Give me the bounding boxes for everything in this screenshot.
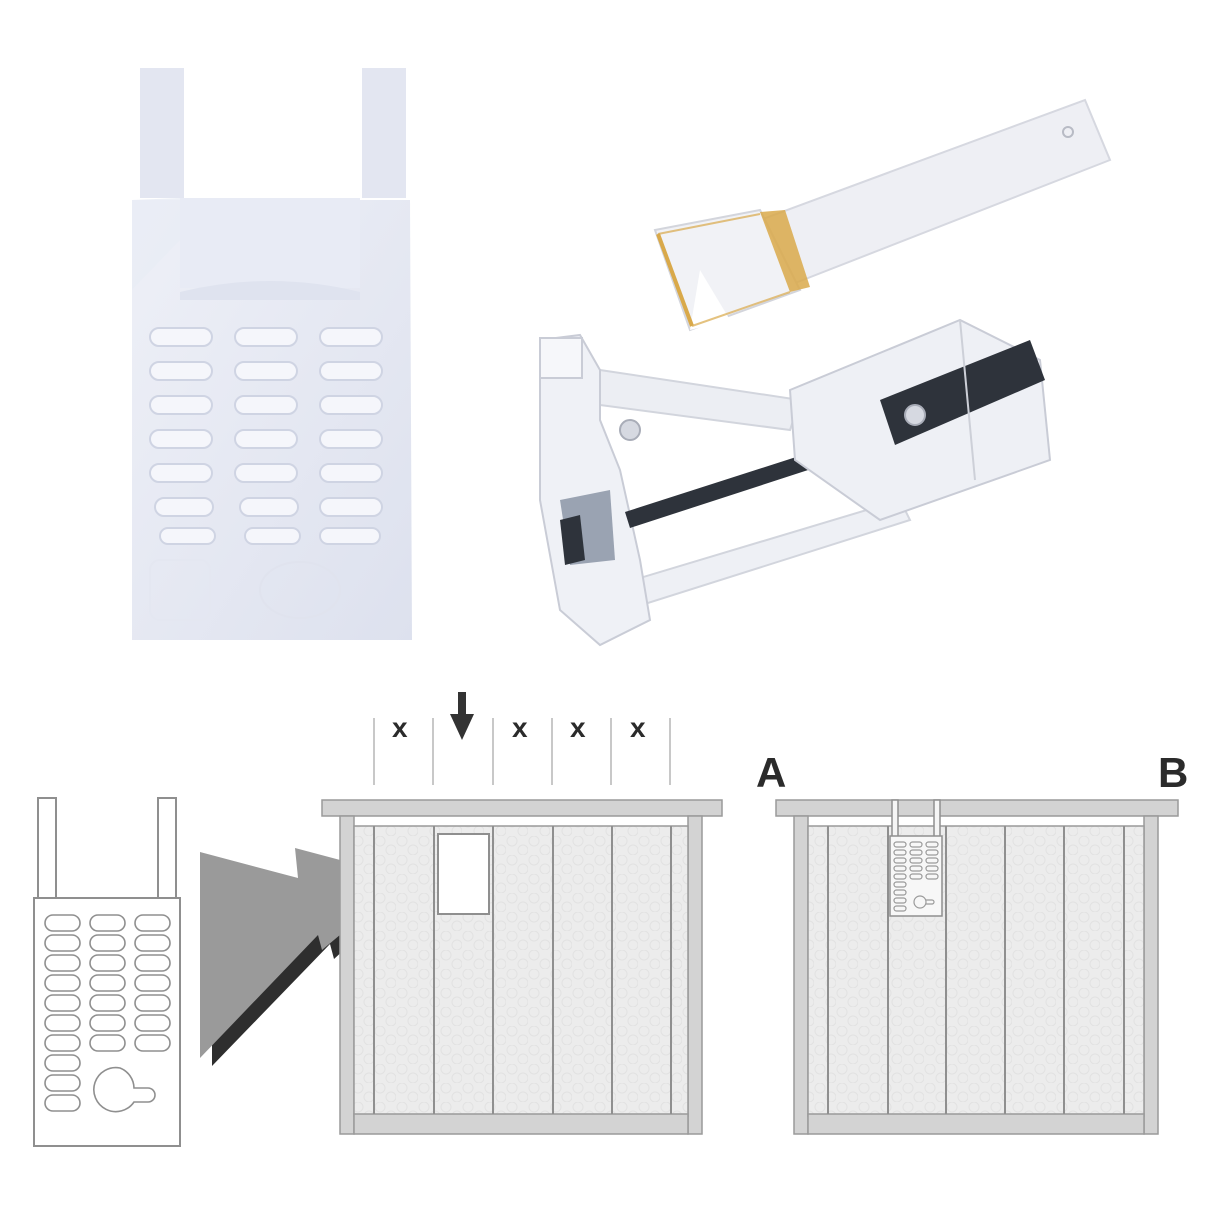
position-label-b: B — [1158, 749, 1189, 796]
down-arrow-icon — [450, 692, 474, 740]
cage-slots — [149, 327, 383, 545]
position-label-a: A — [756, 749, 787, 796]
column-mark-4: x — [570, 712, 586, 743]
column-mark-3: x — [512, 712, 528, 743]
column-mark-1: x — [392, 712, 408, 743]
column-mark-5: x — [630, 712, 646, 743]
